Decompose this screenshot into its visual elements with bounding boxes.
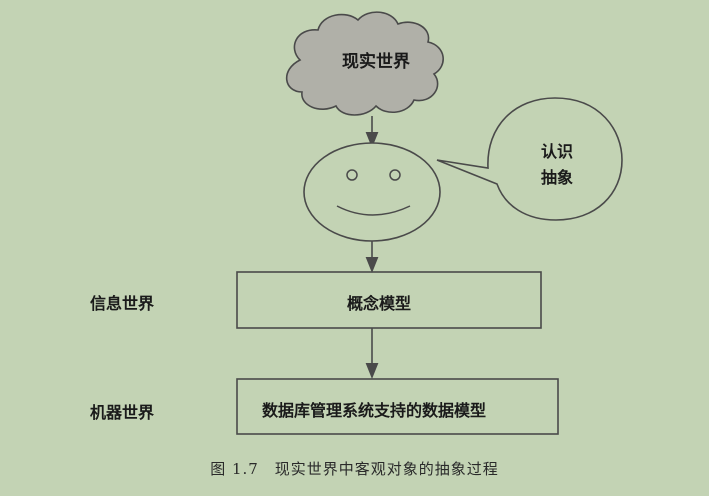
face-right-eye — [389, 169, 401, 181]
cloud-label: 现实世界 — [342, 52, 410, 72]
face-outline — [303, 142, 441, 242]
info-world-label: 信息世界 — [90, 294, 155, 313]
concept-model-label: 概念模型 — [347, 294, 412, 313]
figure-caption: 图 1.7 现实世界中客观对象的抽象过程 — [210, 460, 499, 478]
bubble-label-line2: 抽象 — [541, 168, 574, 187]
bubble-label-line1: 认识 — [541, 142, 574, 161]
real-world-cloud — [285, 11, 444, 116]
concept-model-box — [236, 271, 542, 329]
machine-world-label: 机器世界 — [90, 403, 155, 422]
data-model-label: 数据库管理系统支持的数据模型 — [262, 401, 487, 420]
data-model-box — [236, 378, 559, 435]
face-left-eye — [346, 169, 358, 181]
face-smile — [336, 205, 411, 216]
thought-bubble — [436, 97, 623, 221]
